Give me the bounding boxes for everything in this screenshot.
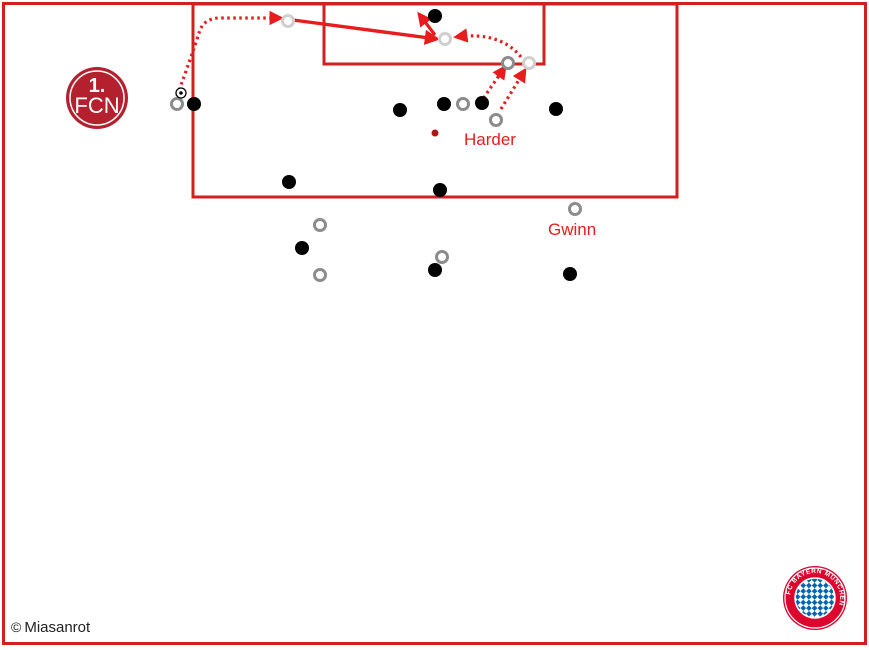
team-a-players <box>187 9 577 281</box>
movement-arrows <box>175 10 527 110</box>
fcn-crest-bottom-text: FCN <box>74 93 119 118</box>
fcn-crest-icon: 1. FCN <box>66 67 128 129</box>
player-b-marker <box>568 202 582 216</box>
credit-line: ©Miasanrot <box>11 619 90 636</box>
player-a-marker <box>282 175 296 189</box>
copyright-icon: © <box>11 619 22 635</box>
ball-icon <box>175 87 187 99</box>
header-arrow <box>417 11 437 36</box>
player-a-marker <box>475 96 489 110</box>
back-run-arrow <box>453 28 523 59</box>
credit-text: Miasanrot <box>24 619 91 636</box>
player-a-marker <box>428 263 442 277</box>
flick-arrow <box>292 18 441 45</box>
player-b-marker <box>313 268 327 282</box>
bayern-crest-icon: FC BAYERN MÜNCHEN <box>783 566 847 630</box>
player-b-marker <box>435 250 449 264</box>
player-b-marker <box>501 56 515 70</box>
penalty-spot <box>431 129 439 137</box>
player-b-marker <box>313 218 327 232</box>
player-a-marker <box>428 9 442 23</box>
player-a-marker <box>437 97 451 111</box>
player-b-marker <box>522 56 536 70</box>
cross-run-arrow <box>175 10 284 97</box>
player-a-marker <box>563 267 577 281</box>
player-b-marker <box>456 97 470 111</box>
label-gwinn: Gwinn <box>548 220 596 239</box>
player-a-marker <box>433 183 447 197</box>
player-b-marker <box>438 32 452 46</box>
label-harder: Harder <box>464 130 516 149</box>
player-a-marker <box>187 97 201 111</box>
player-b-marker <box>281 14 295 28</box>
player-a-marker <box>393 103 407 117</box>
player-b-marker <box>489 113 503 127</box>
goal-area <box>322 2 546 66</box>
player-a-marker <box>295 241 309 255</box>
second-run-arrow <box>499 67 527 110</box>
fcn-crest-top-text: 1. <box>89 75 106 97</box>
player-b-marker <box>170 97 184 111</box>
team-b-players <box>170 14 582 282</box>
player-a-marker <box>549 102 563 116</box>
